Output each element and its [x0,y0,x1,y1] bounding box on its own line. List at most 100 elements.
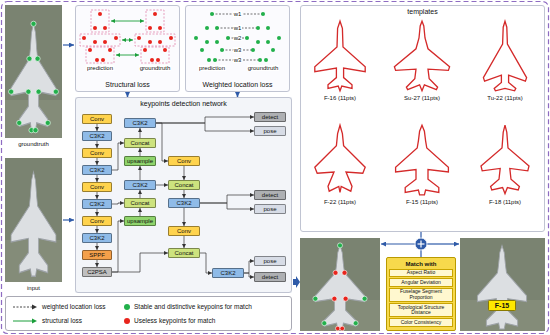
connector [156,185,168,186]
connector [97,226,98,233]
connector [140,148,141,156]
flow-arrow [63,219,74,220]
structural-keypoints [158,26,162,30]
connector [112,253,168,272]
structural-keypoints [82,12,173,62]
text-label: F-16 (11pts) [323,95,357,101]
groundtruth-photo [45,120,50,125]
node-text: detect [262,274,278,280]
node-text: detect [262,114,278,120]
weighted-keypoints [205,26,209,30]
connector [200,195,254,203]
connector [112,143,124,170]
match-box: Match withAspect RatioAngular DeviationF… [386,257,456,331]
conv-block: Conv [168,156,200,166]
groundtruth-photo [53,89,58,94]
match-icon [427,243,459,244]
match-photo [300,238,380,331]
c3k2-block: C3K2 [82,165,112,175]
match-photo [340,326,345,331]
text-label: input [26,285,41,291]
template-panel: templates [300,5,545,232]
match-icon [415,238,427,250]
match-photo [315,245,364,329]
structural-keypoints [148,40,152,44]
node-text: C3K2 [89,133,104,139]
match-icon [420,250,421,257]
structural-keypoints [93,26,97,30]
node-text: C3K2 [132,182,147,188]
weighted-keypoints [213,58,217,62]
structural-keypoints [80,34,120,46]
structural-keypoints [146,10,164,32]
structural-keypoints [98,12,102,16]
connector [140,190,141,198]
match-photo [332,296,337,301]
structural-keypoints [169,36,173,40]
connector [97,158,98,165]
connector [112,203,124,204]
connector [200,203,254,209]
structural-keypoints [122,40,133,41]
match-photo [460,238,545,331]
match-photo [300,238,545,331]
legend-dot [124,304,130,310]
structural-keypoints [103,26,107,30]
c3k2-block: C3K2 [82,233,112,243]
structural-keypoints [158,40,162,44]
structural-keypoints [156,58,160,62]
class-tag: F-15 [488,300,516,311]
input-photo [5,158,62,282]
structural-keypoints [137,36,141,40]
connector [244,273,254,277]
weighted-keypoints [220,48,224,52]
weighted-keypoints [207,58,211,62]
weighted-keypoints [205,40,209,44]
structural-keypoints [103,40,107,44]
match-photo [362,296,367,301]
structural-keypoints [135,34,175,46]
node-text: F-15 [495,302,509,309]
template-outline [315,125,365,192]
template-outline [396,125,449,195]
connector [97,243,98,250]
c3k2-block: C3K2 [124,118,156,128]
groundtruth-photo [36,89,41,94]
text-label: w3 [233,57,243,63]
connector [140,128,141,138]
structural-keypoints [116,55,139,56]
structural-keypoints [80,10,175,63]
concat-block: Concat [124,198,156,208]
weighted-keypoints [215,26,219,30]
groundtruth-photo [9,21,59,133]
weighted-keypoints [215,40,219,44]
text-label: groundtruth [247,65,280,71]
node-text: pose [263,128,276,134]
groundtruth-photo [5,5,62,138]
structural-keypoints [150,58,154,62]
text-label: F-18 (11pts) [488,199,522,205]
groundtruth-photo [35,56,40,61]
groundtruth-photo [33,128,38,133]
groundtruth-photo [26,89,31,94]
node-text: upsample [127,218,153,224]
match-icon [381,243,415,244]
weighted-keypoints [251,48,255,52]
weighted-keypoints [266,26,270,30]
match-photo [322,321,327,326]
heading: Weighted location loss [203,81,273,89]
connector [200,253,212,273]
conv-block: Conv [82,182,112,192]
structural-keypoints [101,58,105,62]
sppf-block: SPPF [82,250,112,260]
groundtruth-photo [9,89,14,94]
node-text: C3K2 [220,270,235,276]
legend-box: weighted location lossstructural lossSta… [5,296,292,331]
structural-keypoints [82,36,86,40]
text-label: F-22 (11pts) [323,199,357,205]
connector [184,166,185,180]
node-text: Concat [130,140,149,146]
legend-text: Stable and distinctive keypoins for matc… [134,304,252,311]
weighted-keypoints [194,36,198,40]
